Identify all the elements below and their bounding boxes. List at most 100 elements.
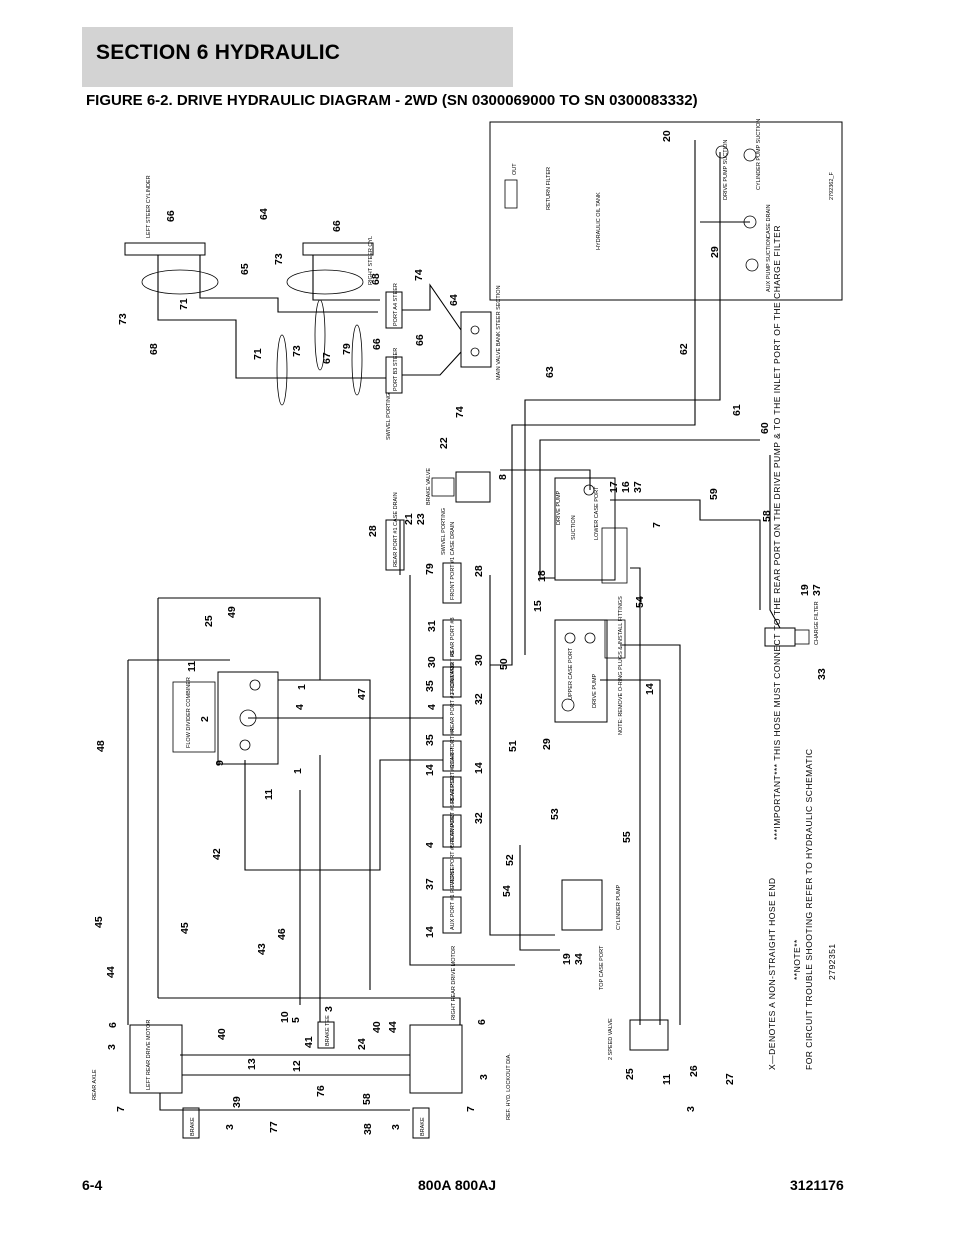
callout-51: 51 (507, 740, 519, 752)
callout-48: 48 (95, 740, 107, 752)
callout-26: 26 (688, 1065, 700, 1077)
callout-71a: 68 (370, 273, 382, 285)
callout-3f: 3 (390, 1124, 402, 1130)
suction-label: SUCTION (571, 515, 577, 540)
swivel-port-6: REAR PORT #4 (450, 728, 456, 768)
callout-29b: 29 (541, 738, 553, 750)
swivel-port-7: REAR PORT #1 SHIFT (450, 746, 456, 804)
x-note: X—DENOTES A NON-STRAIGHT HOSE END (767, 877, 777, 1070)
callout-65: 65 (239, 263, 251, 275)
swivel-port-box-2 (442, 562, 462, 604)
callout-56: 55 (621, 831, 633, 843)
footer-page-number: 6-4 (82, 1177, 103, 1193)
callout-41: 41 (303, 1036, 315, 1048)
callout-36: 37 (424, 878, 436, 890)
pump-note: NOTE: REMOVE O-RING PLUGS & INSTALL FITT… (618, 596, 624, 735)
callout-61: 61 (731, 404, 743, 416)
swivel-port-9: FRONT PORT #5 FORWARD (450, 814, 456, 887)
drive-pump-suction-port-icon (715, 145, 729, 159)
left-steer-cylinder-icon (124, 242, 206, 256)
footer-model: 800A 800AJ (418, 1177, 497, 1193)
callout-39: 39 (231, 1096, 243, 1108)
brake-right-label: BRAKE (420, 1117, 426, 1136)
callout-3d: 3 (685, 1106, 697, 1112)
callout-63: 63 (544, 366, 556, 378)
callout-32a: 32 (473, 693, 485, 705)
brake-left-box (182, 1107, 200, 1139)
flow-divider-label: FLOW DIVIDER COMBINER (186, 677, 192, 748)
callout-66a: 66 (165, 210, 177, 222)
return-filter-icon (504, 179, 518, 209)
callout-31: 31 (426, 620, 438, 632)
swivel-port-box-4 (442, 666, 462, 698)
main-valve-bank: MAIN VALVE BANK STEER SECTION PORT A4 ST… (385, 283, 502, 440)
callout-5: 5 (290, 1017, 302, 1023)
main-valve-bank-label: MAIN VALVE BANK STEER SECTION (496, 285, 502, 380)
callout-73a: 71 (178, 298, 190, 310)
callout-34: 34 (573, 953, 585, 965)
left-steer-cylinder-label: LEFT STEER CYLINDER (146, 175, 152, 238)
callout-3e: 3 (224, 1124, 236, 1130)
callout-11b: 11 (263, 789, 275, 800)
aux-pump-suction-port-icon (745, 258, 759, 272)
callout-74a: 73 (273, 253, 285, 265)
brake-valve-label: BRAKE VALVE (426, 468, 432, 505)
callout-62: 62 (678, 343, 690, 355)
callout-40a: 40 (371, 1021, 383, 1033)
callout-71b: 68 (148, 343, 160, 355)
tank-port-aux-pump-suction: AUX PUMP SUCTION (766, 237, 772, 292)
callout-64b: 64 (448, 294, 460, 306)
callout-66c: 66 (414, 334, 426, 346)
callout-66b: 66 (331, 220, 343, 232)
callout-10: 10 (279, 1011, 291, 1023)
drive-pump-2-label: DRIVE PUMP (592, 673, 598, 708)
callout-35b: 35 (424, 734, 436, 746)
swivel-port-8: REAR PORT #5 REVERSE (450, 776, 456, 844)
callout-47: 47 (356, 688, 368, 700)
lower-case-port-label: LOWER CASE PORT (594, 486, 600, 540)
callout-8: 8 (497, 474, 509, 480)
callout-77: 77 (268, 1121, 280, 1133)
callout-4b: 4 (426, 704, 438, 710)
swivel-porting-top: SWIVEL PORTING (386, 393, 392, 440)
brake-right-box (412, 1107, 430, 1139)
callout-33: 33 (816, 668, 828, 680)
swivel-port-1: REAR PORT #1 CASE DRAIN (393, 492, 399, 567)
callout-58a: 58 (761, 510, 773, 522)
charge-filter-label: CHARGE FILTER (814, 601, 820, 645)
callout-44b: 44 (387, 1021, 399, 1033)
two-speed-valve: 2 SPEED VALVE (608, 1018, 669, 1060)
callout-6a: 6 (476, 1019, 488, 1025)
callout-74b: 73 (117, 313, 129, 325)
charge-filter: CHARGE FILTER (764, 601, 820, 647)
section-title: SECTION 6 HYDRAULIC (96, 41, 341, 64)
callout-18: 18 (536, 570, 548, 582)
port-a4-steer-label: PORT A4 STEER (393, 283, 399, 326)
swivel-port-box-8 (442, 814, 462, 848)
brake-tee-box (317, 1021, 335, 1049)
callout-52: 52 (504, 854, 516, 866)
brake-left-label: BRAKE (190, 1117, 196, 1136)
callout-67: 66 (371, 338, 383, 350)
callout-1a: 1 (296, 684, 308, 690)
callout-4a: 4 (294, 704, 306, 710)
callout-54: 54 (501, 885, 513, 897)
callout-75b: 74 (454, 406, 466, 418)
callout-73b: 71 (252, 348, 264, 360)
callout-12: 12 (291, 1060, 303, 1072)
return-filter-label: RETURN FILTER (546, 167, 552, 210)
callout-59: 59 (708, 488, 720, 500)
left-rear-motor-label: LEFT REAR DRIVE MOTOR (146, 1020, 152, 1090)
callout-3a: 3 (323, 1006, 335, 1012)
swivel-port-4: FRONT PORT #3 (450, 651, 456, 694)
callout-3b: 3 (106, 1044, 118, 1050)
upper-case-port-label: UPPER CASE PORT (568, 647, 574, 700)
callout-14a: 14 (644, 683, 656, 695)
callout-9: 9 (214, 760, 226, 766)
callout-30b: 30 (473, 654, 485, 666)
callout-38: 38 (362, 1123, 374, 1135)
swivel-port-box-7 (442, 776, 462, 808)
footer-doc-number: 3121176 (790, 1177, 844, 1193)
out-label: OUT (512, 163, 518, 175)
port-b3-steer-label: PORT B3 STEER (393, 348, 399, 391)
